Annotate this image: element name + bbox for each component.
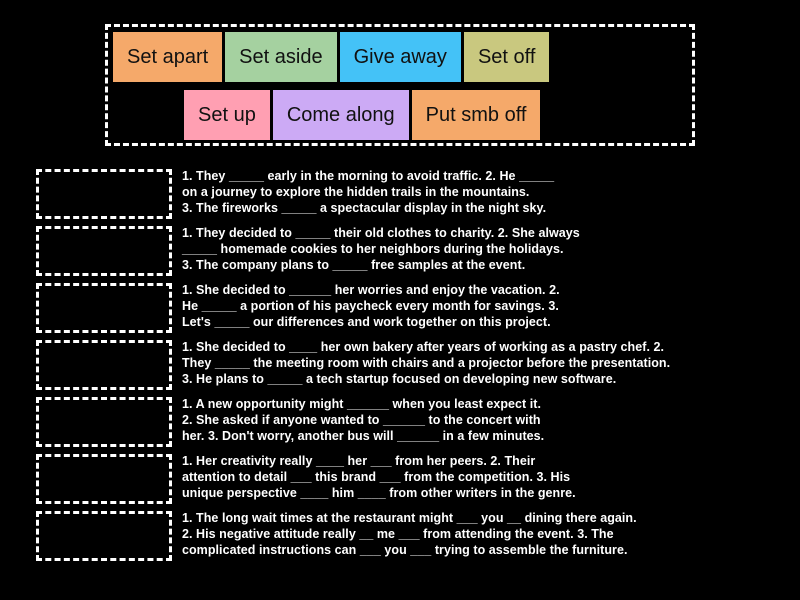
question-row-2: 1. They decided to _____ their old cloth… <box>0 223 800 280</box>
question-text-6: 1. Her creativity really ____ her ___ fr… <box>182 454 576 501</box>
question-row-7: 1. The long wait times at the restaurant… <box>0 508 800 565</box>
question-row-4: 1. She decided to ____ her own bakery af… <box>0 337 800 394</box>
drop-zone-6[interactable] <box>36 454 172 504</box>
question-row-1: 1. They _____ early in the morning to av… <box>0 166 800 223</box>
answer-tile-give-away[interactable]: Give away <box>339 32 461 82</box>
answer-tile-set-off[interactable]: Set off <box>463 32 550 82</box>
question-row-6: 1. Her creativity really ____ her ___ fr… <box>0 451 800 508</box>
drop-zone-2[interactable] <box>36 226 172 276</box>
question-text-4: 1. She decided to ____ her own bakery af… <box>182 340 671 387</box>
answer-tile-set-aside[interactable]: Set aside <box>225 32 337 82</box>
drop-zone-1[interactable] <box>36 169 172 219</box>
answer-tile-put-smb-off[interactable]: Put smb off <box>411 90 541 140</box>
question-row-3: 1. She decided to ______ her worries and… <box>0 280 800 337</box>
question-row-5: 1. A new opportunity might ______ when y… <box>0 394 800 451</box>
question-text-7: 1. The long wait times at the restaurant… <box>182 511 637 558</box>
question-text-5: 1. A new opportunity might ______ when y… <box>182 397 545 444</box>
drop-zone-3[interactable] <box>36 283 172 333</box>
question-text-1: 1. They _____ early in the morning to av… <box>182 169 555 216</box>
answer-bank-row-2: Set up Come along Put smb off <box>184 90 692 140</box>
drop-zone-4[interactable] <box>36 340 172 390</box>
question-list: 1. They _____ early in the morning to av… <box>0 166 800 565</box>
answer-tile-come-along[interactable]: Come along <box>272 90 409 140</box>
answer-tile-set-apart[interactable]: Set apart <box>113 32 223 82</box>
answer-bank-row-1: Set apart Set aside Give away Set off <box>113 32 692 82</box>
answer-tile-set-up[interactable]: Set up <box>184 90 270 140</box>
drop-zone-7[interactable] <box>36 511 172 561</box>
question-text-3: 1. She decided to ______ her worries and… <box>182 283 560 330</box>
question-text-2: 1. They decided to _____ their old cloth… <box>182 226 580 273</box>
drop-zone-5[interactable] <box>36 397 172 447</box>
answer-bank[interactable]: Set apart Set aside Give away Set off Se… <box>105 24 695 146</box>
